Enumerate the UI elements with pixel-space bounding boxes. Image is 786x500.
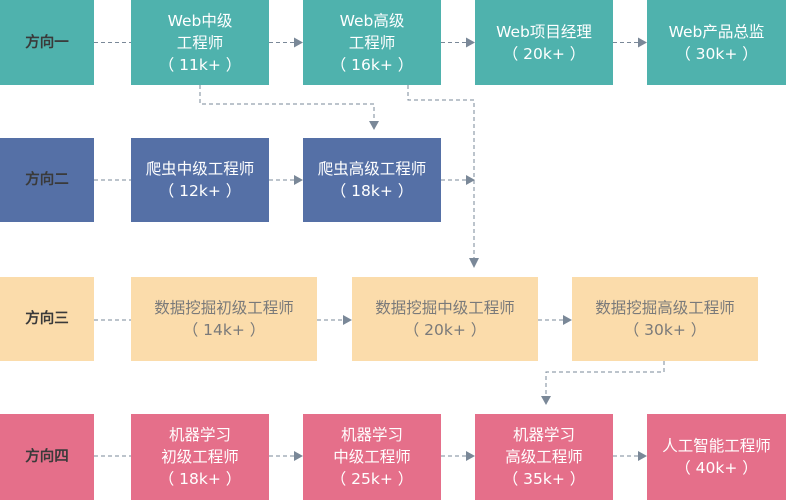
node-crawler-mid-engineer: 爬虫中级工程师 （ 12k+ ） xyxy=(131,138,269,222)
node-data-mining-mid-engineer: 数据挖掘中级工程师 （ 20k+ ） xyxy=(352,277,538,361)
node-data-mining-junior-engineer-text: 数据挖掘初级工程师 （ 14k+ ） xyxy=(154,299,294,339)
direction-two-label-text: 方向二 xyxy=(25,172,69,188)
direction-one-label: 方向一 xyxy=(0,0,94,85)
direction-four-label: 方向四 xyxy=(0,414,94,500)
arrowhead-down-to-crawler-senior xyxy=(369,121,379,130)
node-web-product-director: Web产品总监 （ 30k+ ） xyxy=(647,0,786,85)
node-ai-engineer: 人工智能工程师 （ 40k+ ） xyxy=(647,414,786,500)
node-web-senior-engineer-text: Web高级 工程师 （ 16k+ ） xyxy=(330,11,414,74)
node-web-mid-engineer: Web中级 工程师 （ 11k+ ） xyxy=(131,0,269,85)
direction-three-label: 方向三 xyxy=(0,277,94,361)
node-data-mining-mid-engineer-text: 数据挖掘中级工程师 （ 20k+ ） xyxy=(375,299,515,339)
node-crawler-mid-engineer-text: 爬虫中级工程师 （ 12k+ ） xyxy=(145,160,255,200)
arrowhead-down-to-dm-mid xyxy=(469,258,479,268)
connector-web-senior-down-to-dm-mid xyxy=(407,85,475,258)
node-ml-senior-engineer: 机器学习 高级工程师 （ 35k+ ） xyxy=(475,414,613,500)
node-web-project-manager: Web项目经理 （ 20k+ ） xyxy=(475,0,613,85)
node-ml-junior-engineer: 机器学习 初级工程师 （ 18k+ ） xyxy=(131,414,269,500)
node-data-mining-senior-engineer-text: 数据挖掘高级工程师 （ 30k+ ） xyxy=(595,299,735,339)
node-web-project-manager-text: Web项目经理 （ 20k+ ） xyxy=(496,22,592,63)
connector-dm-senior-down-to-ml-senior xyxy=(545,361,665,396)
node-data-mining-senior-engineer: 数据挖掘高级工程师 （ 30k+ ） xyxy=(572,277,758,361)
arrowhead-web-senior-to-web-pm xyxy=(466,37,475,48)
direction-one-label-text: 方向一 xyxy=(25,34,69,51)
arrowhead-ml-junior-to-ml-mid xyxy=(294,451,303,461)
arrowhead-ml-mid-to-ml-senior xyxy=(466,451,475,461)
arrowhead-ml-senior-to-ai xyxy=(638,451,647,461)
direction-four-label-text: 方向四 xyxy=(25,449,69,465)
node-ml-senior-engineer-text: 机器学习 高级工程师 （ 35k+ ） xyxy=(502,426,586,488)
node-crawler-senior-engineer-text: 爬虫高级工程师 （ 18k+ ） xyxy=(317,160,427,200)
direction-two-label: 方向二 xyxy=(0,138,94,222)
arrowhead-web-pm-to-web-director xyxy=(638,37,647,48)
node-web-mid-engineer-text: Web中级 工程师 （ 11k+ ） xyxy=(158,11,242,74)
arrowhead-crawler-mid-to-crawler-senior xyxy=(294,175,303,185)
arrowhead-down-to-ml-senior xyxy=(541,396,551,405)
node-web-senior-engineer: Web高级 工程师 （ 16k+ ） xyxy=(303,0,441,85)
arrowhead-dm-junior-to-dm-mid xyxy=(343,315,352,325)
node-ai-engineer-text: 人工智能工程师 （ 40k+ ） xyxy=(662,437,771,477)
connector-web-mid-down-to-crawler-senior xyxy=(199,85,375,121)
node-crawler-senior-engineer: 爬虫高级工程师 （ 18k+ ） xyxy=(303,138,441,222)
node-web-product-director-text: Web产品总监 （ 30k+ ） xyxy=(668,22,765,63)
arrowhead-dm-mid-to-dm-senior xyxy=(563,315,572,325)
node-data-mining-junior-engineer: 数据挖掘初级工程师 （ 14k+ ） xyxy=(131,277,317,361)
node-ml-junior-engineer-text: 机器学习 初级工程师 （ 18k+ ） xyxy=(158,426,242,488)
arrowhead-web-mid-to-web-senior xyxy=(294,37,303,48)
direction-three-label-text: 方向三 xyxy=(25,311,69,327)
node-ml-mid-engineer: 机器学习 中级工程师 （ 25k+ ） xyxy=(303,414,441,500)
arrowhead-crawler-senior-out xyxy=(466,175,475,185)
node-ml-mid-engineer-text: 机器学习 中级工程师 （ 25k+ ） xyxy=(330,426,414,488)
